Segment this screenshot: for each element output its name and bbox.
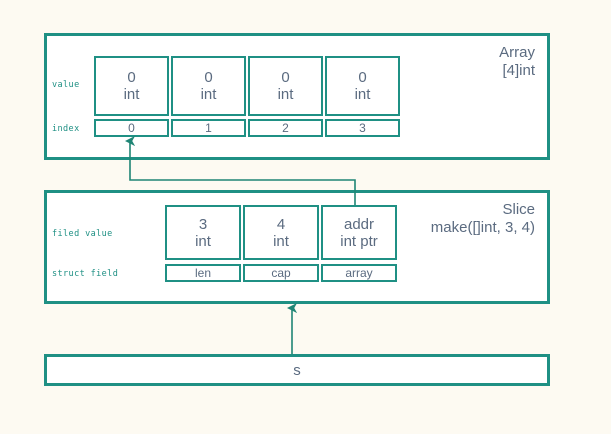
- slice-caption-line2: make([]int, 3, 4): [430, 219, 535, 236]
- array-type-0: int: [123, 86, 140, 103]
- array-index-cell-3[interactable]: 3: [325, 119, 400, 137]
- slice-caption-line1: Slice: [502, 201, 535, 218]
- array-value-1: 0: [204, 69, 213, 86]
- array-index-row: 0 1 2 3: [94, 119, 400, 137]
- slice-cap-type: int: [273, 232, 289, 250]
- slice-len-cell[interactable]: 3 int: [165, 205, 241, 260]
- array-value-cell-2[interactable]: 0 int: [248, 56, 323, 116]
- slice-array-value: addr: [343, 215, 375, 233]
- array-value-cell-3[interactable]: 0 int: [325, 56, 400, 116]
- slice-array-type: int ptr: [340, 232, 378, 250]
- variable-group-box: [44, 354, 550, 386]
- slice-struct-field-cap[interactable]: cap: [243, 264, 319, 282]
- array-caption-line2: [4]int: [502, 62, 535, 79]
- slice-len-value: 3: [198, 215, 208, 233]
- array-value-0: 0: [127, 69, 136, 86]
- slice-struct-field-len[interactable]: len: [165, 264, 241, 282]
- array-type-3: int: [354, 86, 371, 103]
- array-index-cell-2[interactable]: 2: [248, 119, 323, 137]
- slice-struct-row-label: struct field: [52, 269, 119, 279]
- slice-struct-row: len cap array: [165, 264, 397, 282]
- array-value-cell-1[interactable]: 0 int: [171, 56, 246, 116]
- array-value-row-label: value: [52, 80, 80, 90]
- array-type-2: int: [277, 86, 294, 103]
- slice-len-type: int: [195, 232, 211, 250]
- variable-name-label: s: [293, 361, 301, 379]
- slice-value-row: 3 int 4 int addr int ptr: [165, 205, 397, 260]
- array-value-row: 0 int 0 int 0 int 0 int: [94, 56, 400, 116]
- array-value-cell-0[interactable]: 0 int: [94, 56, 169, 116]
- slice-value-row-label: filed value: [52, 229, 113, 239]
- slice-struct-field-array[interactable]: array: [321, 264, 397, 282]
- array-index-row-label: index: [52, 124, 80, 134]
- array-index-cell-0[interactable]: 0: [94, 119, 169, 137]
- array-caption: Array [4]int: [499, 44, 535, 80]
- array-type-1: int: [200, 86, 217, 103]
- array-value-3: 0: [358, 69, 367, 86]
- array-caption-line1: Array: [499, 44, 535, 61]
- array-value-2: 0: [281, 69, 290, 86]
- slice-cap-value: 4: [276, 215, 286, 233]
- slice-array-cell[interactable]: addr int ptr: [321, 205, 397, 260]
- slice-caption: Slice make([]int, 3, 4): [431, 201, 535, 237]
- slice-cap-cell[interactable]: 4 int: [243, 205, 319, 260]
- array-index-cell-1[interactable]: 1: [171, 119, 246, 137]
